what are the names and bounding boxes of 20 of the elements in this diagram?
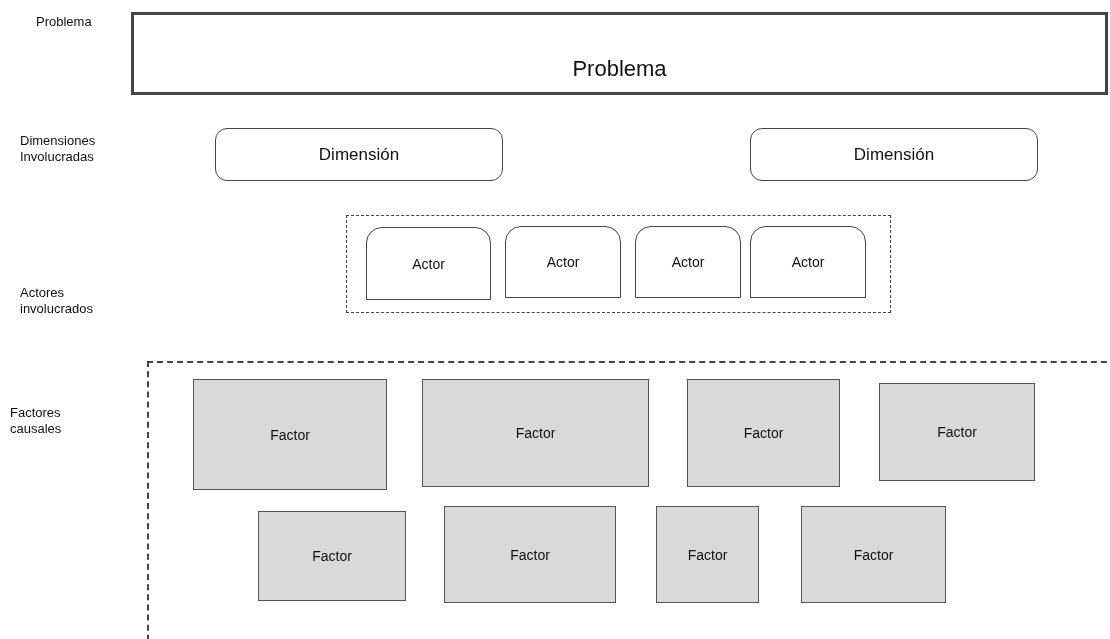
row-label: Actores involucrados — [20, 285, 94, 317]
row-label: Factores causales — [10, 405, 63, 437]
actor-box: Actor — [750, 226, 866, 298]
dimension-box: Dimensión — [215, 128, 503, 181]
row-label: Problema — [36, 14, 93, 30]
factor-box: Factor — [687, 379, 840, 487]
dimension-box: Dimensión — [750, 128, 1038, 181]
factor-box: Factor — [656, 506, 759, 603]
factor-box: Factor — [801, 506, 946, 603]
factor-box: Factor — [193, 379, 387, 490]
problem-box: Problema — [131, 12, 1108, 95]
factor-box: Factor — [879, 383, 1035, 481]
dashed-group-box — [346, 215, 891, 313]
row-label: Dimensiones Involucradas — [20, 133, 97, 165]
actor-box: Actor — [505, 226, 621, 298]
actor-box: Actor — [635, 226, 741, 298]
actor-box: Actor — [366, 227, 491, 300]
factor-box: Factor — [422, 379, 649, 487]
factor-box: Factor — [258, 511, 406, 601]
factor-box: Factor — [444, 506, 616, 603]
